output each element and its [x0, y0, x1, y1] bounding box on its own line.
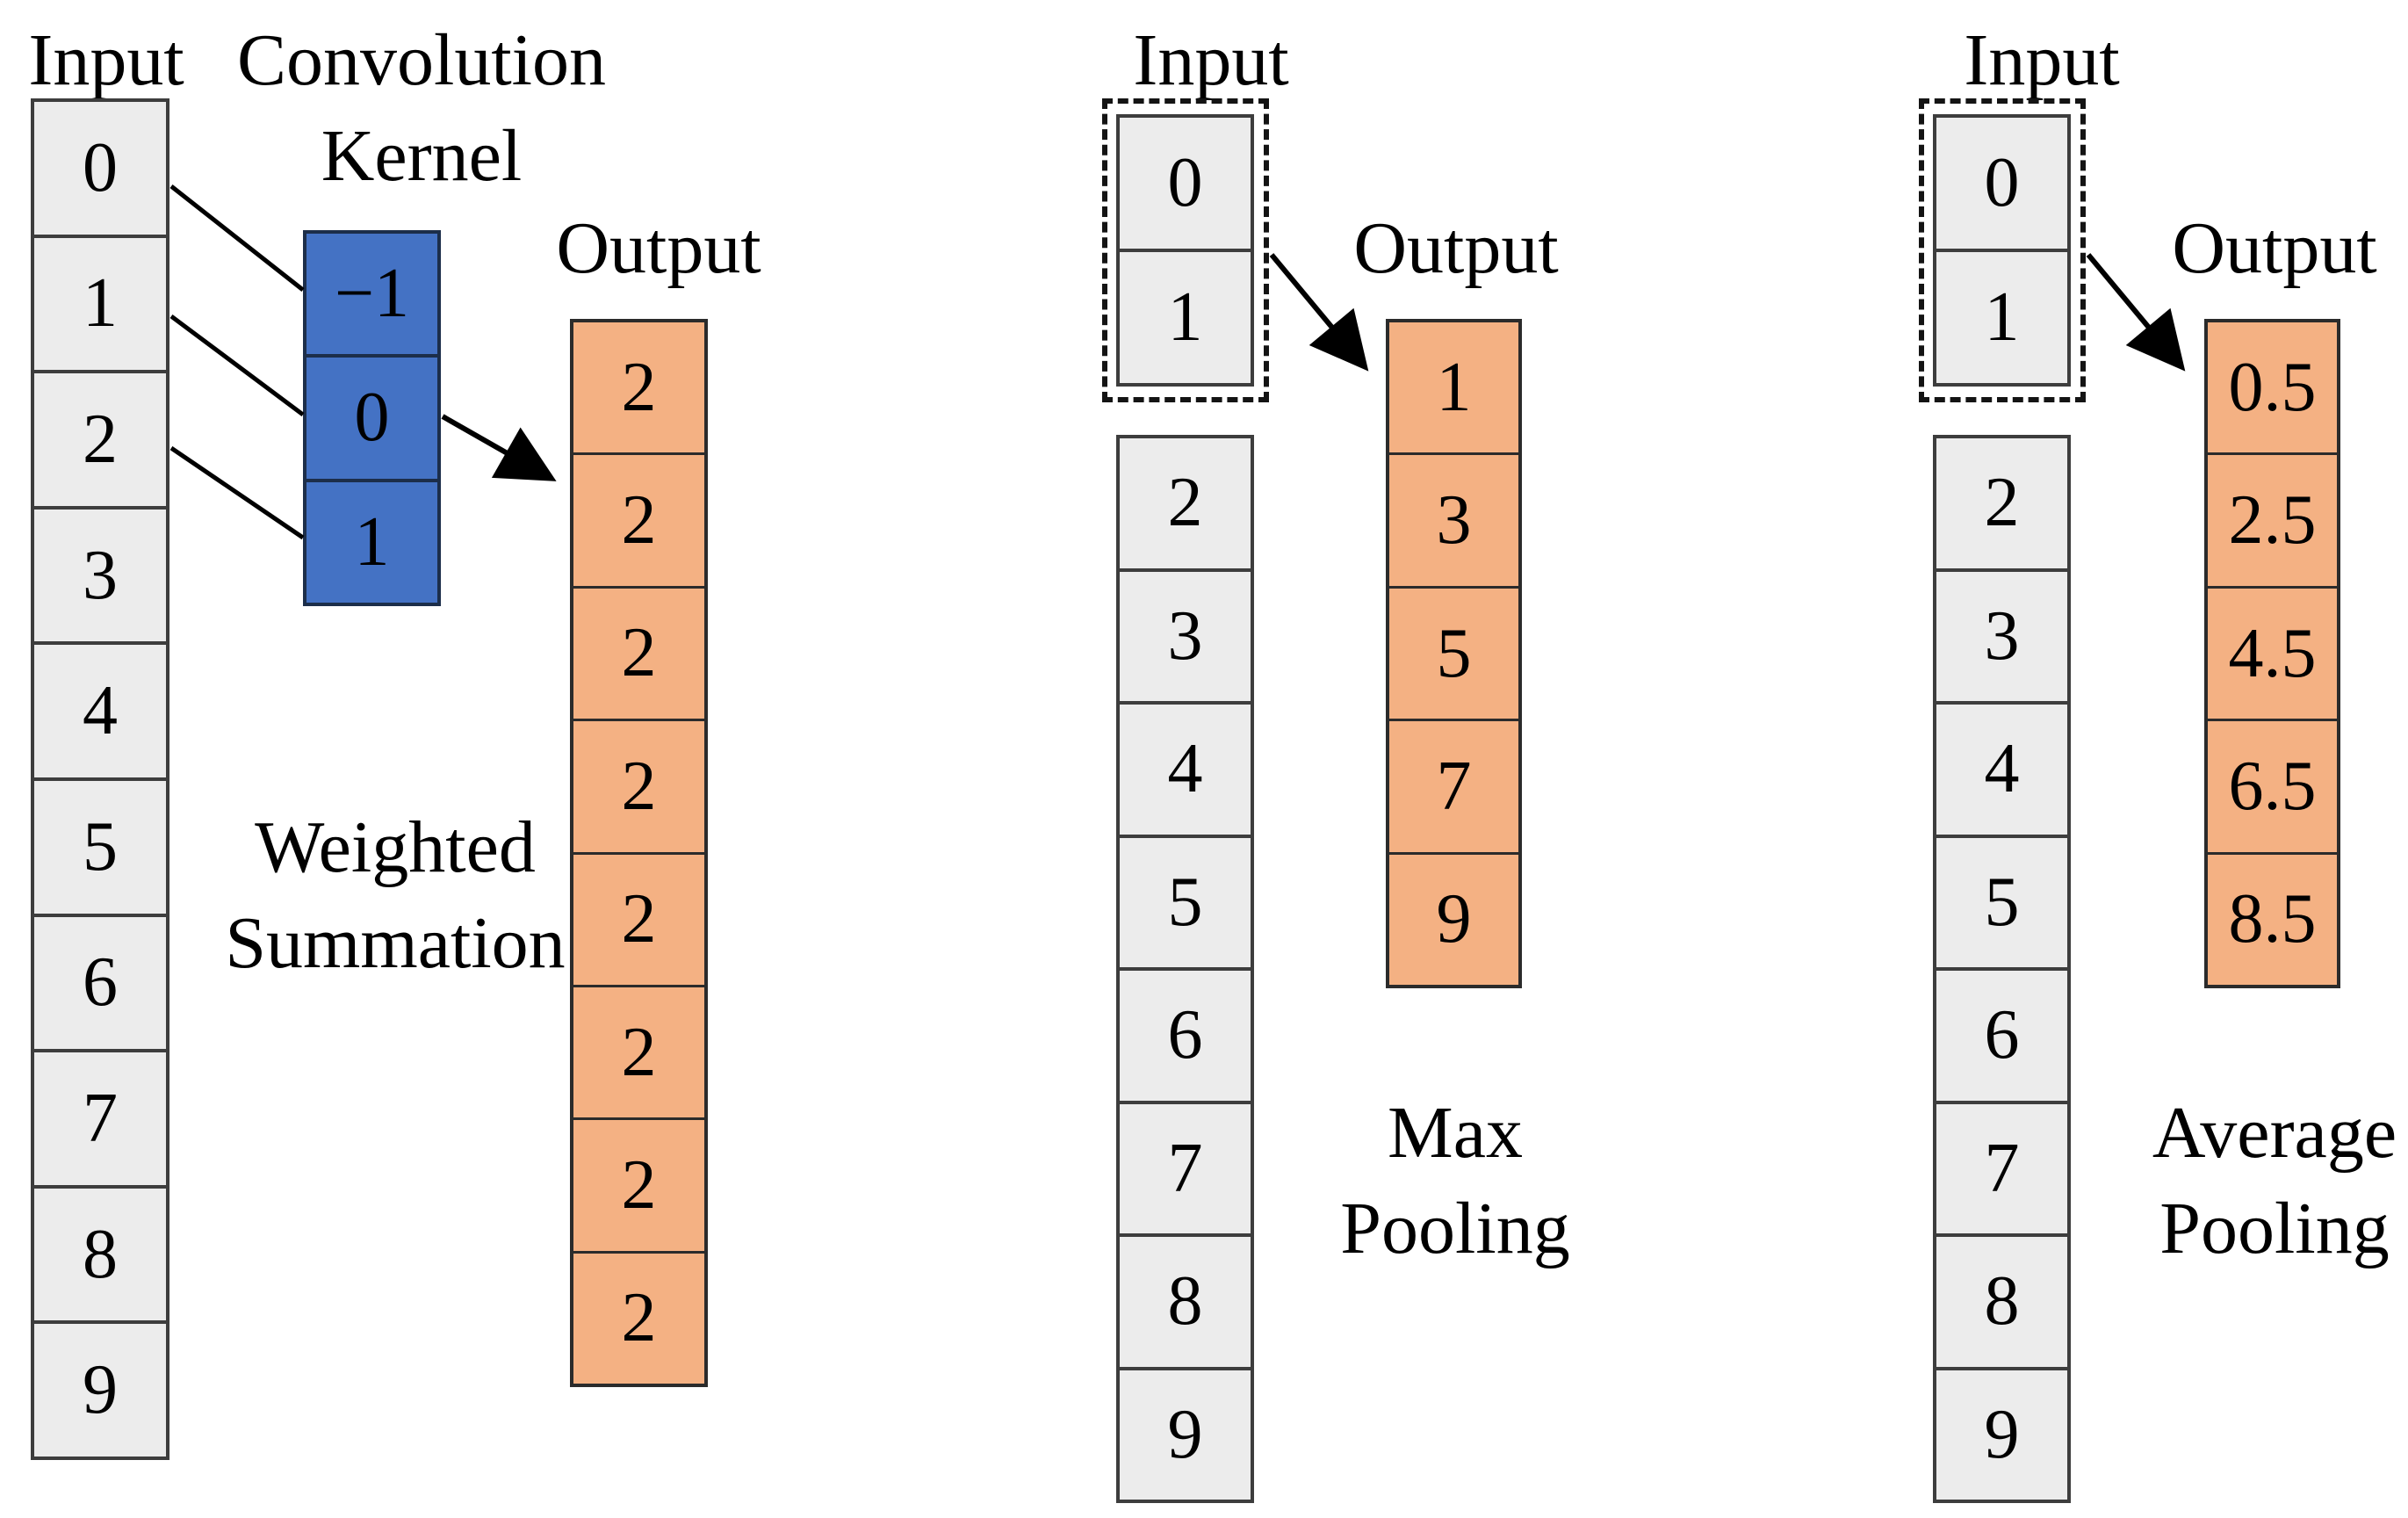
cell: −1 — [306, 234, 437, 358]
cell: 9 — [1120, 1370, 1251, 1500]
cell: 0 — [1120, 118, 1251, 252]
cell: 4 — [34, 645, 166, 781]
cell: 7 — [1389, 721, 1518, 855]
cell: 9 — [34, 1324, 166, 1457]
conv-connector-line-2 — [169, 445, 305, 540]
conv-input-label: Input — [28, 19, 184, 101]
conv-output-arrow — [441, 414, 557, 481]
cell: 2 — [573, 588, 704, 722]
cell: 0 — [34, 102, 166, 238]
cell: 8 — [34, 1188, 166, 1325]
weighted-summation-line2: Summation — [225, 902, 566, 985]
avg-output-label: Output — [2172, 207, 2377, 289]
cell: 2 — [34, 373, 166, 510]
cell: 8.5 — [2208, 854, 2337, 986]
cell: 2 — [1936, 438, 2067, 572]
cell: 3 — [1936, 571, 2067, 705]
cell: 1 — [1120, 252, 1251, 383]
cell: 4 — [1120, 705, 1251, 838]
cell: 2 — [573, 1253, 704, 1384]
cell: 5 — [1389, 588, 1518, 722]
cell: 2 — [573, 322, 704, 456]
cell: 5 — [1936, 837, 2067, 971]
average-pooling-line1: Average — [2152, 1092, 2397, 1174]
cell: 2 — [573, 1120, 704, 1254]
max-output-label: Output — [1353, 207, 1559, 289]
average-pooling-label: Average Pooling — [2097, 1085, 2408, 1276]
max-input-label: Input — [1133, 19, 1289, 101]
cell: 6 — [1936, 971, 2067, 1104]
cell: 6 — [34, 916, 166, 1053]
cell: 4.5 — [2208, 588, 2337, 722]
cell: 1 — [34, 237, 166, 374]
conv-kernel-label-line1: Convolution — [236, 19, 607, 101]
max-pooling-line1: Max — [1388, 1092, 1523, 1174]
cell: 1 — [306, 481, 437, 603]
cell: 2 — [573, 987, 704, 1121]
cell: 7 — [1936, 1103, 2067, 1237]
cell: 3 — [1389, 455, 1518, 589]
cell: 2 — [573, 854, 704, 987]
avg-pooling-window-box — [1919, 98, 2086, 402]
conv-kernel-label: Convolution Kernel — [218, 12, 625, 204]
conv-kernel-label-line2: Kernel — [321, 115, 523, 198]
cell: 4 — [1936, 705, 2067, 838]
cell: 5 — [1120, 837, 1251, 971]
cell: 2 — [573, 455, 704, 589]
cell: 8 — [1936, 1237, 2067, 1370]
avg-input-label: Input — [1964, 19, 2120, 101]
average-pooling-line2: Pooling — [2159, 1188, 2390, 1270]
cell: 2.5 — [2208, 455, 2337, 589]
cell: 9 — [1389, 854, 1518, 986]
cell: 2 — [573, 721, 704, 855]
max-pooling-window-box — [1102, 98, 1269, 402]
cell: 1 — [1389, 322, 1518, 456]
cell: 2 — [1120, 438, 1251, 572]
cell: 9 — [1936, 1370, 2067, 1500]
cell: 6.5 — [2208, 721, 2337, 855]
cell: 7 — [34, 1052, 166, 1189]
conv-connector-line-1 — [169, 314, 305, 417]
max-pooling-line2: Pooling — [1340, 1188, 1570, 1270]
cell: 0 — [1936, 118, 2067, 252]
weighted-summation-label: Weighted Summation — [200, 799, 590, 991]
cell: 8 — [1120, 1237, 1251, 1370]
max-pooling-label: Max Pooling — [1309, 1085, 1602, 1276]
cell: 3 — [34, 509, 166, 646]
cell: 3 — [1120, 571, 1251, 705]
weighted-summation-line1: Weighted — [255, 806, 536, 888]
cell: 0.5 — [2208, 322, 2337, 456]
cell: 6 — [1120, 971, 1251, 1104]
cell: 0 — [306, 358, 437, 482]
conv-output-label: Output — [556, 207, 761, 289]
cell: 7 — [1120, 1103, 1251, 1237]
cell: 1 — [1936, 252, 2067, 383]
cell: 5 — [34, 780, 166, 917]
